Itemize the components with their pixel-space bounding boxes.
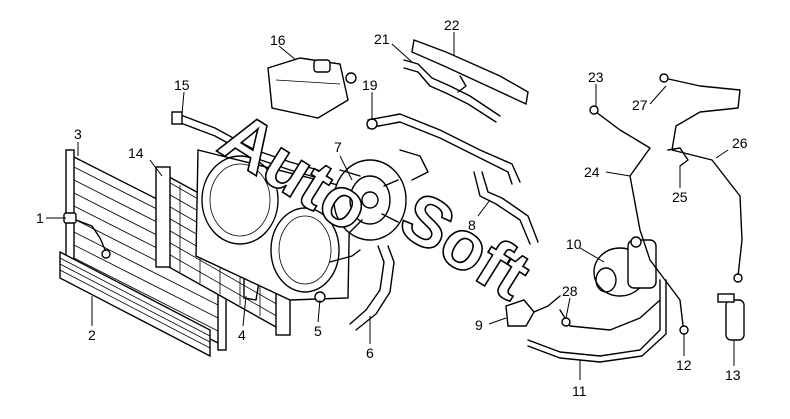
coolant-hose-8 bbox=[329, 171, 539, 263]
ac-pipe-26 bbox=[659, 73, 743, 283]
bracket-22 bbox=[411, 39, 529, 106]
callout-13: 13 bbox=[725, 367, 741, 383]
watermark-word-2: Soft bbox=[387, 177, 544, 315]
callout-6: 6 bbox=[366, 345, 374, 361]
coolant-hose-15 bbox=[171, 111, 319, 179]
callouts: 1 2 3 4 5 6 7 8 9 10 11 12 13 14 15 16 1… bbox=[36, 17, 748, 399]
callout-26: 26 bbox=[732, 135, 748, 151]
callout-12: 12 bbox=[676, 357, 692, 373]
callout-11: 11 bbox=[572, 383, 587, 399]
leader-lines bbox=[46, 32, 735, 380]
ac-pipe-11 bbox=[527, 279, 667, 363]
coolant-hose-19 bbox=[366, 113, 521, 185]
ac-pipe-28 bbox=[559, 299, 661, 331]
callout-24: 24 bbox=[584, 164, 600, 180]
callout-22: 22 bbox=[444, 17, 460, 33]
callout-2: 2 bbox=[88, 327, 96, 343]
callout-19: 19 bbox=[362, 77, 378, 93]
callout-4: 4 bbox=[238, 327, 246, 343]
condenser-lower-panel bbox=[59, 250, 211, 358]
callout-28: 28 bbox=[562, 283, 578, 299]
ac-pipe-9 bbox=[505, 295, 561, 327]
coolant-hose-6 bbox=[349, 245, 395, 331]
callout-10: 10 bbox=[566, 236, 582, 252]
receiver-drier bbox=[717, 293, 745, 341]
callout-1: 1 bbox=[36, 210, 44, 226]
callout-23: 23 bbox=[588, 69, 604, 85]
callout-15: 15 bbox=[174, 77, 190, 93]
ac-pipe-24 bbox=[589, 105, 689, 335]
fan-shroud bbox=[195, 149, 351, 303]
expansion-tank bbox=[267, 57, 357, 119]
callout-14: 14 bbox=[128, 145, 144, 161]
callout-21: 21 bbox=[374, 31, 390, 47]
callout-27: 27 bbox=[632, 97, 648, 113]
callout-8: 8 bbox=[468, 217, 476, 233]
ac-pipe-25 bbox=[667, 147, 689, 167]
callout-16: 16 bbox=[270, 32, 286, 48]
callout-7: 7 bbox=[334, 139, 342, 155]
callout-3: 3 bbox=[74, 126, 82, 142]
bracket-21 bbox=[403, 59, 501, 123]
callout-9: 9 bbox=[475, 317, 483, 333]
ac-compressor bbox=[593, 236, 657, 297]
callout-5: 5 bbox=[314, 323, 322, 339]
callout-25: 25 bbox=[672, 189, 688, 205]
